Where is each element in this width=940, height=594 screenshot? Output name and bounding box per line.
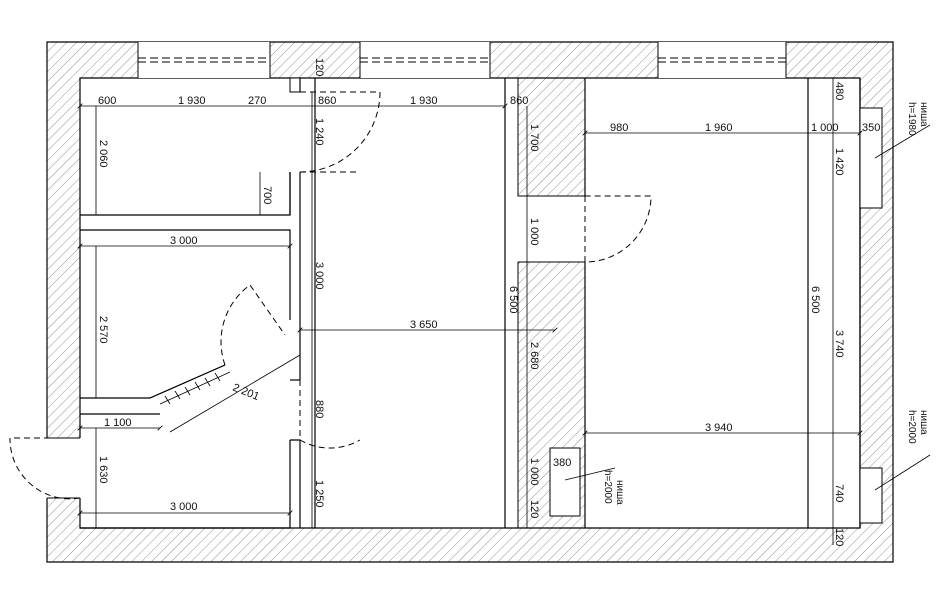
- niche-leaders: [564, 124, 931, 491]
- dim-860: 860: [318, 95, 336, 107]
- dimension-labels-vertical: 2 060 1 240 700 3 000 2 570 880 1 630 1 …: [97, 58, 845, 546]
- niche-label-mid-right: ниша: [918, 410, 929, 435]
- dimension-labels-horizontal: 600 1 930 270 860 1 930 860 3 000 3 650 …: [98, 95, 880, 513]
- dim-6500-b: 6 500: [809, 286, 821, 314]
- niche-label-top-right: ниша: [918, 102, 929, 127]
- dim-1420: 1 420: [833, 148, 845, 176]
- dimension-lines: [80, 78, 860, 545]
- dim-1000-c: 1 000: [811, 122, 839, 134]
- dim-1930: 1 930: [178, 95, 206, 107]
- dim-1240: 1 240: [313, 118, 325, 146]
- dim-3940: 3 940: [705, 422, 733, 434]
- dim-3650: 3 650: [410, 319, 438, 331]
- dim-1000-a: 1 000: [528, 218, 540, 246]
- dim-2201: 2 201: [231, 382, 261, 403]
- niche-height-center: h=2000: [602, 470, 613, 504]
- dim-2570: 2 570: [97, 316, 109, 344]
- dim-120-c: 120: [833, 528, 845, 546]
- niche-height-mid-right: h=2000: [906, 410, 917, 444]
- niche-shapes: [549, 107, 883, 524]
- room-outlines: [80, 78, 861, 529]
- dim-3000-a: 3 000: [170, 235, 198, 247]
- dim-600: 600: [98, 95, 116, 107]
- dim-1930-b: 1 930: [410, 95, 438, 107]
- dim-880: 880: [313, 400, 325, 418]
- dim-350: 350: [862, 122, 880, 134]
- dim-1100: 1 100: [104, 417, 132, 429]
- door-swings: [220, 91, 652, 449]
- dim-2680: 2 680: [528, 342, 540, 370]
- niche-label-center: ниша: [614, 480, 625, 505]
- dim-270: 270: [248, 95, 266, 107]
- niche-labels: ниша h=1980 ниша h=2000 ниша h=2000: [602, 102, 929, 505]
- dim-980: 980: [610, 122, 628, 134]
- dim-380: 380: [553, 457, 571, 469]
- dim-1960: 1 960: [705, 122, 733, 134]
- dim-120-a: 120: [313, 58, 325, 76]
- dim-3740: 3 740: [833, 330, 845, 358]
- dim-1700: 1 700: [528, 124, 540, 152]
- dim-1630: 1 630: [97, 456, 109, 484]
- dim-3000-v: 3 000: [313, 262, 325, 290]
- dim-1250: 1 250: [313, 480, 325, 508]
- dim-2060: 2 060: [97, 140, 109, 168]
- exterior-walls: [46, 41, 894, 563]
- dim-700: 700: [261, 186, 273, 204]
- dim-480: 480: [833, 82, 845, 100]
- dim-740: 740: [833, 484, 845, 502]
- entrance-door: [9, 437, 85, 500]
- windows: [137, 42, 787, 78]
- stairs: [149, 364, 231, 405]
- dim-120-b: 120: [528, 500, 540, 518]
- dim-3000-b: 3 000: [170, 501, 198, 513]
- dim-860-b: 860: [510, 95, 528, 107]
- dim-1000-b: 1 000: [528, 458, 540, 486]
- dim-6500-a: 6 500: [507, 286, 519, 314]
- niche-height-top-right: h=1980: [906, 102, 917, 136]
